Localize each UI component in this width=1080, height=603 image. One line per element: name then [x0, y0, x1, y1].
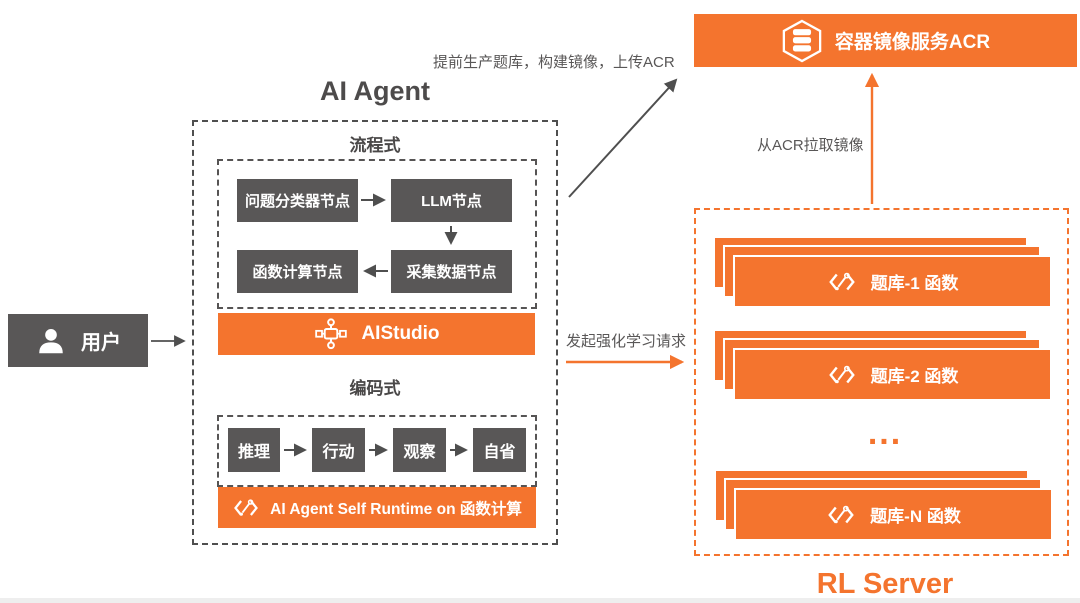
node-question-classifier: 问题分类器节点	[237, 179, 358, 222]
question-bank-2-stack: 题库-2 函数	[713, 329, 1052, 401]
step-action: 行动	[312, 428, 365, 472]
arrow-agent-to-acr	[568, 78, 678, 198]
node-function-compute: 函数计算节点	[237, 250, 358, 293]
flow-section-box	[217, 159, 537, 309]
runtime-bar: AI Agent Self Runtime on 函数计算	[218, 487, 536, 528]
step-reasoning: 推理	[228, 428, 280, 472]
user-label: 用户	[81, 332, 121, 354]
pull-image-label: 从ACR拉取镜像	[757, 137, 864, 154]
question-bank-2-label: 题库-2 函数	[870, 367, 959, 386]
code-branch-icon	[827, 360, 857, 390]
user-box: 用户	[8, 314, 148, 367]
agent-container	[192, 120, 558, 545]
rl-server-container	[694, 208, 1069, 556]
flow-section-title: 流程式	[349, 136, 401, 155]
question-bank-2-card: 题库-2 函数	[733, 348, 1052, 401]
bottom-edge-strip	[0, 598, 1080, 603]
runtime-label: AI Agent Self Runtime on 函数计算	[270, 500, 522, 518]
question-bank-n-card: 题库-N 函数	[734, 488, 1053, 541]
node-llm: LLM节点	[391, 179, 512, 222]
question-bank-n-label: 题库-N 函数	[870, 507, 961, 526]
question-bank-1-card: 题库-1 函数	[733, 255, 1052, 308]
acr-label: 容器镜像服务ACR	[834, 32, 991, 53]
question-bank-1-stack: 题库-1 函数	[713, 236, 1052, 308]
workflow-icon	[313, 316, 349, 352]
node-data-collect: 采集数据节点	[391, 250, 512, 293]
code-branch-icon	[826, 500, 856, 530]
aistudio-label: AIStudio	[361, 323, 440, 344]
code-branch-icon	[827, 267, 857, 297]
acr-bar: 容器镜像服务ACR	[694, 14, 1077, 67]
step-reflection: 自省	[473, 428, 526, 472]
agent-title: AI Agent	[320, 76, 430, 106]
code-section-title: 编码式	[349, 379, 401, 398]
code-section-box	[217, 415, 537, 487]
question-bank-n-stack: 题库-N 函数	[714, 469, 1053, 541]
rl-server-title: RL Server	[816, 568, 954, 600]
stack-ellipsis: ...	[867, 414, 903, 452]
container-registry-icon	[781, 18, 823, 64]
step-observation: 观察	[393, 428, 446, 472]
aistudio-bar: AIStudio	[218, 313, 535, 355]
question-bank-1-label: 题库-1 函数	[870, 274, 959, 293]
user-icon	[35, 325, 67, 357]
rl-request-label: 发起强化学习请求	[566, 333, 687, 350]
code-branch-icon	[232, 494, 260, 522]
build-upload-label: 提前生产题库，构建镜像，上传ACR	[433, 54, 675, 71]
